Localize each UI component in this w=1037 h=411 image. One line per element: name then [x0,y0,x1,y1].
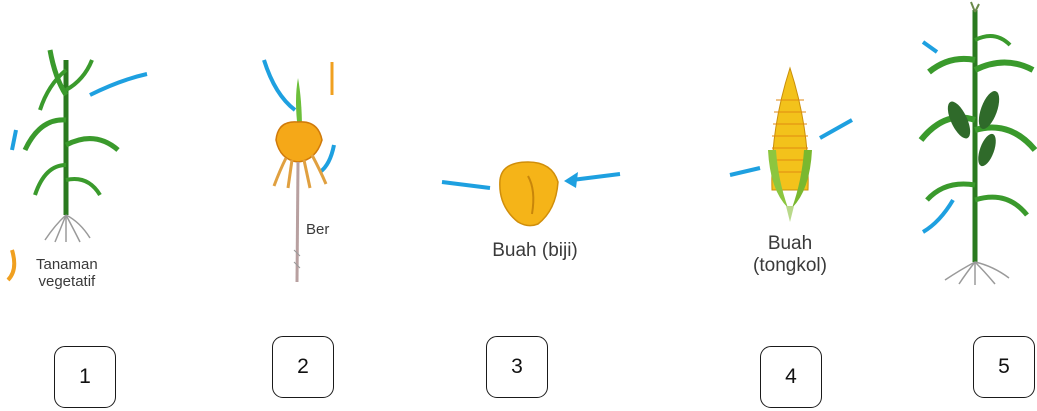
leaf [64,136,120,152]
corn-cob-illustration [729,66,853,222]
kernel [499,161,559,227]
stage-number-box-3: 3 [486,336,548,398]
cycle-arrow-segment [262,59,297,112]
seed-illustration [441,161,621,227]
stage-number-box-1: 1 [54,346,116,408]
leaf [974,194,1029,217]
cycle-arrow-segment [921,40,939,54]
roots [944,261,1010,285]
cycle-arrow-shaft [571,172,621,182]
primary-root [295,161,300,283]
roots [44,214,91,243]
cycle-arrow-segment [10,129,18,151]
leaf [22,117,67,152]
stage-1-label-line2: vegetatif [38,273,96,291]
kernel-embryo [527,175,535,215]
stage-1-vegetative-plant: Tanaman vegetatif [0,0,160,300]
stalk [786,206,794,222]
adjacent-illustration-edge [6,249,17,282]
stage-4-cob: Buah (tongkol) [720,50,860,300]
husk-left [768,150,788,208]
cycle-arrow-segment [318,144,336,174]
cycle-arrow-segment [89,72,148,97]
leaf [974,124,1037,152]
stage-3-seed: Buah (biji) [440,140,630,280]
shoot [296,78,302,130]
stage-2-label-line1: Ber [306,221,330,238]
vegetative-plant-illustration [6,49,148,282]
stage-4-label-line1: Buah [767,233,813,254]
cycle-arrow-segment [729,166,761,177]
kernel-rows [772,99,808,173]
ear [947,101,971,139]
mature-plant-illustration [918,1,1037,285]
cycle-arrow-segment [819,118,853,140]
ear [978,91,1000,129]
cycle-arrowhead [564,172,578,188]
leaf [974,34,1012,47]
ear [978,133,996,167]
leaf [925,181,976,202]
stage-number-box-2: 2 [272,336,334,398]
cycle-arrow-segment [921,198,955,234]
stage-1-label: Tanaman vegetatif [36,256,98,291]
germinating-seed-illustration [262,59,336,283]
stage-2-germination: Ber [250,0,350,300]
husk-right [792,150,812,208]
stage-2-label: Ber [306,221,329,238]
stage-4-label-line2: (tongkol) [753,254,827,276]
stage-4-label: Buah (tongkol) [730,233,850,277]
leaf [927,55,976,75]
tassel [970,1,980,13]
leaf [973,59,1035,73]
stage-1-label-line1: Tanaman [36,256,98,273]
seminal-roots [272,154,328,189]
stage-3-label: Buah (biji) [470,240,600,262]
leaf [918,114,976,142]
stage-5-mature-plant [915,0,1037,300]
leaf [33,163,67,196]
leaf [47,49,69,97]
cycle-arrow-segment [441,180,491,190]
leaf [64,59,94,92]
seed [275,121,323,163]
leaf [65,177,102,197]
stage-3-label-line1: Buah (biji) [492,240,578,261]
root-hairs [293,249,301,269]
stage-number-box-4: 4 [760,346,822,408]
stage-number-box-5: 5 [973,336,1035,398]
leaf [38,68,68,111]
